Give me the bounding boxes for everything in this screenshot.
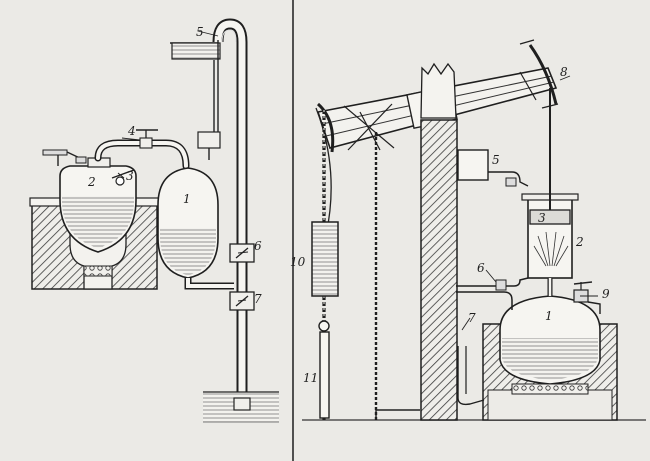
left-label-3: 3 — [126, 169, 134, 183]
counterweight-10 — [311, 221, 339, 297]
central-pillar — [420, 119, 458, 421]
right-label-2: 2 — [575, 235, 584, 249]
grate — [83, 265, 113, 277]
boiler-2-water — [62, 196, 134, 248]
right-label-3: 3 — [538, 211, 546, 225]
injection-valve — [197, 131, 221, 149]
valve-6 — [495, 279, 507, 291]
injection-spray — [533, 231, 569, 267]
piston-3 — [529, 209, 571, 225]
left-label-1: 1 — [183, 192, 191, 206]
left-label-2: 2 — [87, 175, 96, 189]
valve-4 — [139, 137, 153, 149]
vessel-1-water — [160, 228, 216, 275]
right-label-5: 5 — [492, 153, 500, 167]
left-engine-diagram: 1 2 3 4 5 6 7 — [29, 18, 279, 423]
right-label-8: 8 — [560, 65, 568, 79]
right-label-10: 10 — [290, 255, 306, 269]
cistern-5 — [457, 149, 489, 181]
right-label-9: 9 — [602, 287, 610, 301]
right-label-1: 1 — [545, 309, 553, 323]
upper-cistern — [171, 42, 221, 60]
left-label-6: 6 — [254, 239, 262, 253]
pump-rod-11 — [319, 331, 330, 419]
left-label-7: 7 — [254, 292, 262, 306]
left-label-5: 5 — [196, 25, 204, 39]
right-label-7: 7 — [468, 311, 476, 325]
lever-3 — [111, 169, 135, 179]
right-engine-diagram: 1 2 3 5 6 7 8 9 10 11 — [290, 39, 646, 421]
right-label-11: 11 — [303, 371, 318, 385]
left-label-4: 4 — [127, 124, 136, 138]
right-label-6: 6 — [477, 261, 485, 275]
